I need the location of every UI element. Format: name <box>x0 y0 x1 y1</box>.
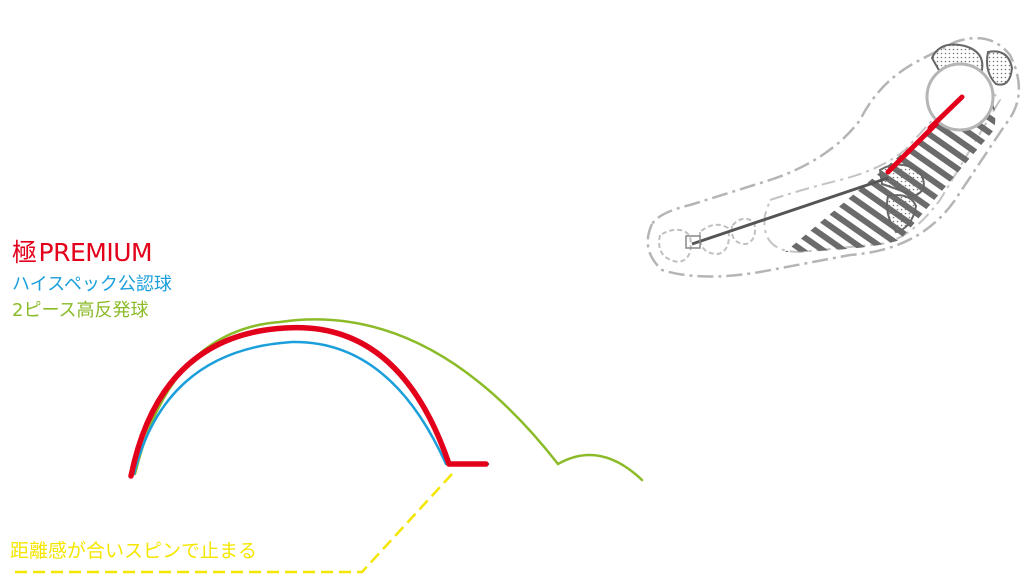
two-piece-trajectory <box>133 318 644 482</box>
legend-two-piece: 2ピース高反発球 <box>12 299 149 321</box>
premium-trajectory <box>128 324 489 479</box>
legend: 極PREMIUM ハイスペック公認球 2ピース高反発球 <box>12 238 172 325</box>
legend-premium-kanji: 極 <box>12 238 37 267</box>
legend-premium-name: PREMIUM <box>38 238 153 267</box>
legend-official: ハイスペック公認球 <box>12 274 172 295</box>
caption-text: 距離感が合いスピンで止まる <box>10 540 258 562</box>
official-trajectory <box>132 340 490 476</box>
legend-premium: 極PREMIUM <box>12 238 172 268</box>
caption-leader-line <box>10 473 453 574</box>
